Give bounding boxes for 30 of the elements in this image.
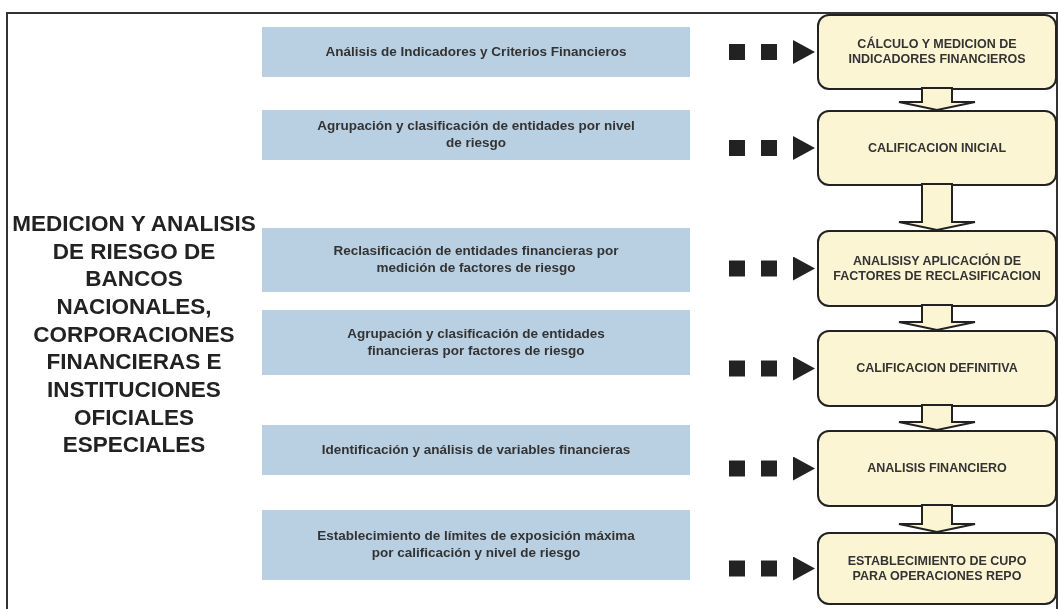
diagram-title: MEDICION Y ANALISIS DE RIESGO DE BANCOS NACIONALES, CORPORACIONES FINANCIERAS E INSTITUCIONES OFICIALES ESPECIALES — [11, 210, 257, 460]
block-arrow — [898, 183, 976, 232]
block-arrow — [898, 504, 976, 534]
process-box — [817, 532, 1057, 605]
box-text: CALIFICACION DEFINITIVA — [856, 361, 1018, 376]
step-description-box — [262, 228, 690, 292]
step-description-box — [262, 310, 690, 375]
box-text: ESTABLECIMIENTO DE CUPO PARA OPERACIONES REPO — [846, 553, 1028, 584]
block-arrow — [898, 304, 976, 332]
box-text: Reclasificación de entidades financieras por medición de factores de riesgo — [332, 243, 620, 277]
process-box — [817, 430, 1057, 507]
box-text: Agrupación y clasificación de entidades por nivel de riesgo — [316, 118, 636, 152]
block-arrow — [898, 87, 976, 112]
box-text: CALIFICACION INICIAL — [867, 140, 1007, 156]
box-text: Agrupación y clasificación de entidades financieras por factores de riesgo — [346, 325, 606, 360]
box-text: Establecimiento de límites de exposición máxima por calificación y nivel de riesgo — [316, 528, 636, 562]
box-text: Identificación y análisis de variables financieras — [321, 441, 631, 459]
box-text: ANALISIS FINANCIERO — [867, 461, 1007, 476]
box-text: CÁLCULO Y MEDICION DE INDICADORES FINANCIEROS — [847, 37, 1027, 67]
step-description-box — [262, 110, 690, 160]
step-description-box — [262, 510, 690, 580]
box-text: Análisis de Indicadores y Criterios Financieros — [325, 43, 627, 61]
box-text: ANALISISY APLICACIÓN DE FACTORES DE RECLASIFICACION — [832, 253, 1042, 284]
process-box — [817, 14, 1057, 90]
block-arrow — [898, 404, 976, 432]
process-box — [817, 330, 1057, 407]
process-box — [817, 230, 1057, 307]
process-box — [817, 110, 1057, 186]
step-description-box — [262, 425, 690, 475]
step-description-box — [262, 27, 690, 77]
